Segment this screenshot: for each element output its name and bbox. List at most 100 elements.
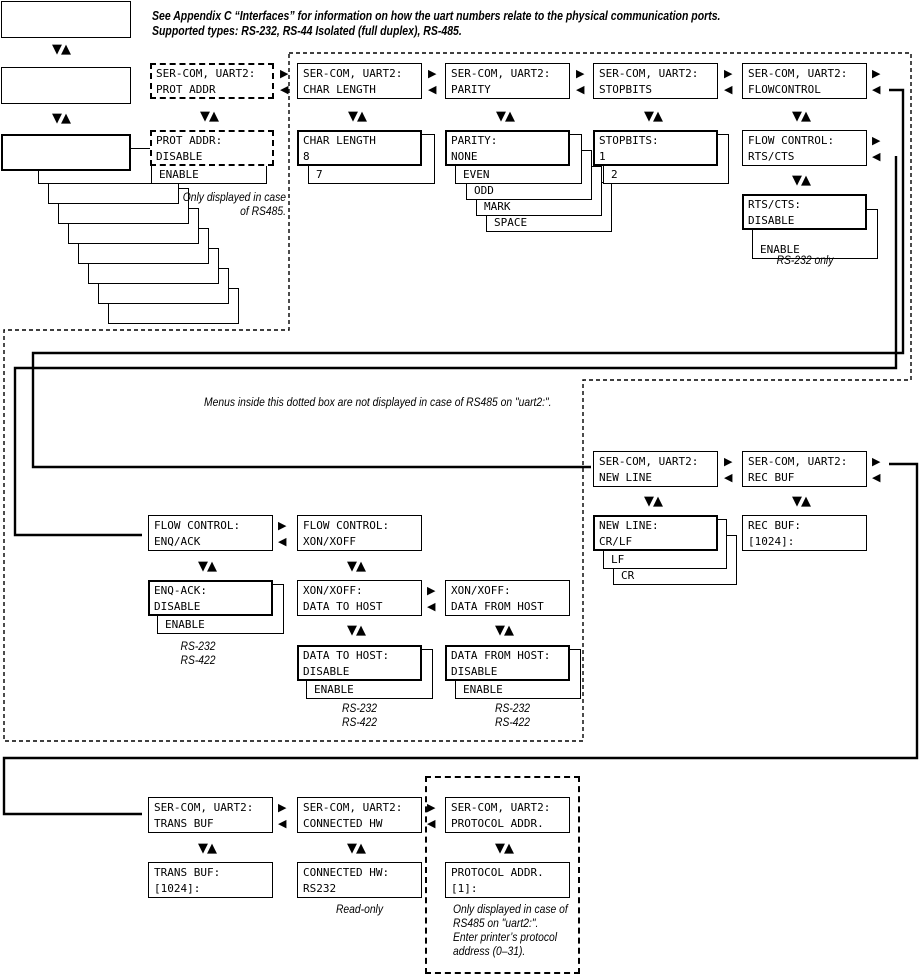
up-down-arrows-icon: ▼▲ [347,623,366,638]
menu-title: SER-COM, UART2: [451,801,551,814]
setting-connected-hw: CONNECTED HW: RS232 [297,862,422,898]
up-down-arrows-icon: ▼▲ [792,494,811,509]
menu-title: SER-COM, UART2: [599,455,699,468]
setting-parity: PARITY:NONE [445,130,570,166]
note-read-only: Read-only [335,902,384,916]
menu-title: SER-COM, UART2: [748,455,848,468]
menu-title: SER-COM, UART2: [599,67,699,80]
menu-flowcontrol: SER-COM, UART2: FLOWCONTROL [742,63,867,99]
setting-title: PROT ADDR: [156,134,223,147]
parent-menu-box [1,1,131,38]
left-arrow-icon: ◀ [427,600,436,613]
up-down-arrows-icon: ▼▲ [52,42,71,57]
option-label: ENABLE [314,683,354,696]
right-arrow-icon: ▶ [428,67,437,80]
setting-rts-cts: RTS/CTS: DISABLE [742,194,867,230]
setting-value: [1024]: [154,882,201,895]
setting-xon-from-host: XON/XOFF:DATA FROM HOST [445,580,570,616]
menu-value: PROTOCOL ADDR. [451,817,544,830]
setting-value: DATA FROM HOST [451,600,544,613]
up-down-arrows-icon: ▼▲ [792,173,811,188]
rs485-only-region [425,776,580,974]
setting-value: ENQ/ACK [154,535,201,548]
parent-menu-box [1,67,131,104]
option-label: 7 [316,168,323,181]
left-arrow-icon: ◀ [576,83,585,96]
left-arrow-icon: ◀ [872,471,881,484]
setting-stopbits: STOPBITS:1 [593,130,718,166]
note-protocol-addr: Only displayed in case of RS485 on "uart… [453,902,568,958]
menu-value: NEW LINE [599,471,652,484]
menu-title: SER-COM, UART2: [748,67,848,80]
right-arrow-icon: ▶ [724,67,733,80]
note-enq-ack: RS-232 RS-422 [180,639,216,667]
left-arrow-icon: ◀ [872,150,881,163]
right-arrow-icon: ▶ [872,134,881,147]
dotted-region-upper [3,52,912,742]
connector-to-flow-enq [13,156,898,537]
setting-data-from-host: DATA FROM HOST: DISABLE [445,645,570,681]
up-down-arrows-icon: ▼▲ [495,623,514,638]
setting-value: DISABLE [451,665,498,678]
setting-title: RTS/CTS: [748,198,801,211]
option-label: ENABLE [159,168,199,181]
setting-flow-control: FLOW CONTROL:RTS/CTS [742,130,867,166]
setting-title: NEW LINE: [599,519,659,532]
menu-protocol-addr: SER-COM, UART2: PROTOCOL ADDR. [445,797,570,833]
setting-title: PARITY: [451,134,498,147]
up-down-arrows-icon: ▼▲ [347,841,366,856]
menu-value: TRANS BUF [154,817,214,830]
setting-new-line: NEW LINE:CR/LF [593,515,718,551]
option-label: LF [611,553,625,566]
setting-xon-to-host: XON/XOFF:DATA TO HOST [297,580,422,616]
left-arrow-icon: ◀ [427,817,436,830]
setting-value: RTS/CTS [748,150,795,163]
setting-value: 1 [599,150,606,163]
option-label: MARK [484,200,511,213]
option-label: ENABLE [463,683,503,696]
up-down-arrows-icon: ▼▲ [644,494,663,509]
option-label: SPACE [494,216,528,229]
menu-value: REC BUF [748,471,795,484]
menu-value: STOPBITS [599,83,652,96]
menu-trans-buf: SER-COM, UART2: TRANS BUF [148,797,273,833]
setting-title: CHAR LENGTH [303,134,376,147]
menu-title: SER-COM, UART2: [154,801,254,814]
option-label: CR [621,569,635,582]
left-arrow-icon: ◀ [278,535,287,548]
setting-protocol-addr: PROTOCOL ADDR.[1]: [445,862,570,898]
setting-title: TRANS BUF: [154,866,221,879]
left-arrow-icon: ◀ [280,83,289,96]
option-label: EVEN [463,168,490,181]
setting-title: CONNECTED HW: [303,866,390,879]
right-arrow-icon: ▶ [427,584,436,597]
menu-connected-hw: SER-COM, UART2:CONNECTED HW [297,797,422,833]
menu-value: FLOWCONTROL [748,83,821,96]
setting-value: DISABLE [748,214,795,227]
menu-value: PROT ADDR [156,83,216,96]
menu-title: SER-COM, UART2: [303,801,403,814]
up-down-arrows-icon: ▼▲ [495,841,514,856]
setting-title: ENQ-ACK: [154,584,207,597]
up-down-arrows-icon: ▼▲ [52,111,71,126]
setting-value: DISABLE [303,665,350,678]
menu-rec-buf: SER-COM, UART2: REC BUF [742,451,867,487]
setting-title: DATA FROM HOST: [451,649,551,662]
selected-parent-menu-box [1,134,131,171]
setting-enq-ack: ENQ-ACK: DISABLE [148,580,273,616]
menu-stopbits: SER-COM, UART2: STOPBITS [593,63,718,99]
option-label: ODD [474,184,494,197]
header-note: See Appendix C “Interfaces” for informat… [152,9,720,39]
menu-parity: SER-COM, UART2:PARITY [445,63,570,99]
left-arrow-icon: ◀ [724,83,733,96]
setting-value: RS232 [303,882,337,895]
option-label: ENABLE [760,243,800,256]
menu-prot-addr: SER-COM, UART2:PROT ADDR [150,63,274,99]
setting-data-to-host: DATA TO HOST:DISABLE [297,645,422,681]
right-arrow-icon: ▶ [280,67,289,80]
setting-title: XON/XOFF: [303,584,363,597]
setting-value: DISABLE [154,600,201,613]
right-arrow-icon: ▶ [576,67,585,80]
left-arrow-icon: ◀ [724,471,733,484]
